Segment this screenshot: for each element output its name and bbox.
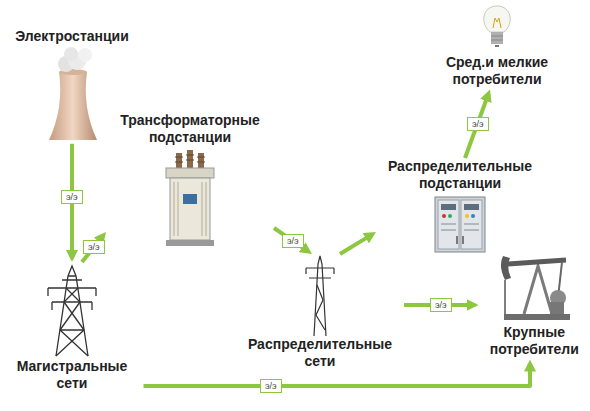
edge-label: э/э: [435, 299, 447, 311]
flow-arrow: [144, 366, 531, 386]
edge-label-box: э/э: [83, 240, 105, 254]
node-label: Крупные потребители: [483, 324, 587, 358]
transmission-tower-part: [48, 280, 96, 302]
light-bulb-part: [495, 45, 499, 47]
pumpjack-part: [507, 260, 566, 264]
transmission-tower-part: [48, 288, 96, 310]
edge-label-box: э/э: [282, 234, 304, 248]
edge-label: э/э: [287, 235, 299, 247]
transformer-part: [166, 240, 214, 246]
pumpjack-part: [504, 314, 570, 320]
diagram-node: Трансформаторные подстанции: [106, 112, 274, 248]
edge-label: э/э: [66, 191, 78, 203]
node-label: Сред.и мелкие потребители: [440, 54, 555, 88]
light-bulb-part: [484, 6, 510, 32]
switchgear-cabinet-part: [457, 236, 463, 244]
transmission-tower: [48, 266, 96, 356]
transformer-part: [170, 178, 210, 240]
node-label: Трансформаторные подстанции: [110, 112, 270, 146]
pumpjack-part: [524, 266, 552, 314]
diagram-node: Крупные потребители: [479, 246, 590, 360]
flow-arrow: [340, 235, 371, 254]
switchgear-cabinet-part: [471, 214, 475, 218]
node-label: Электростанции: [15, 28, 129, 45]
light-bulb: [484, 6, 510, 46]
distribution-pole: [306, 256, 334, 336]
diagram-node: Сред.и мелкие потребители: [436, 2, 559, 90]
distribution-pole-part: [306, 268, 334, 278]
icon-space: [47, 262, 97, 358]
transformer: [166, 150, 214, 246]
node-label: Распределительные сети: [240, 336, 400, 370]
distribution-pole-part: [316, 285, 325, 330]
node-label: Магистральные сети: [5, 358, 140, 392]
pumpjack-part: [550, 302, 564, 314]
cooling-tower-part: [78, 48, 92, 62]
light-bulb-part: [491, 36, 503, 40]
switchgear-cabinet-part: [441, 224, 479, 230]
cooling-tower-part: [64, 47, 78, 61]
icon-space: [305, 254, 335, 336]
flow-arrow: [465, 95, 488, 158]
diagram-node: Распределительные сети: [236, 254, 404, 372]
cooling-tower: [49, 47, 97, 140]
switchgear-cabinet-part: [465, 214, 469, 218]
transmission-tower-part: [56, 276, 88, 356]
switchgear-cabinet-part: [448, 214, 452, 218]
pumpjack-part: [504, 280, 506, 314]
switchgear-cabinet-part: [435, 197, 485, 252]
switchgear-cabinet-part: [464, 204, 479, 210]
edge-label-box: э/э: [61, 190, 83, 204]
distribution-pole-part: [306, 268, 334, 274]
edge-label: э/э: [88, 241, 100, 253]
diagram-node: Электростанции: [11, 28, 133, 144]
icon-space: [160, 146, 220, 246]
pumpjack-part: [501, 256, 511, 280]
edge-label-box: э/э: [467, 117, 489, 131]
transformer-part: [175, 155, 205, 162]
node-label: Распределительные подстанции: [380, 158, 540, 192]
edge-label: э/э: [472, 118, 484, 130]
icon-space: [481, 2, 513, 54]
icon-space: [499, 246, 569, 324]
light-bulb-part: [491, 32, 503, 44]
icon-space: [432, 192, 488, 256]
flow-arrow: [274, 228, 307, 251]
transformer-part: [183, 194, 197, 204]
edge-label-box: э/э: [430, 298, 452, 312]
switchgear-cabinet-part: [442, 214, 446, 218]
transformer-part: [166, 168, 214, 178]
icon-space: [45, 45, 99, 142]
switchgear-cabinet: [435, 197, 485, 252]
cooling-tower-part: [49, 72, 97, 140]
switchgear-cabinet-part: [441, 204, 456, 210]
edge-label: э/э: [265, 380, 277, 392]
edge-label-box: э/э: [260, 379, 282, 393]
transformer-part: [174, 182, 206, 236]
diagram-node: Распределительные подстанции: [376, 158, 544, 258]
light-bulb-part: [493, 18, 501, 28]
pumpjack: [501, 256, 570, 320]
diagram-node: Магистральные сети: [1, 262, 144, 394]
